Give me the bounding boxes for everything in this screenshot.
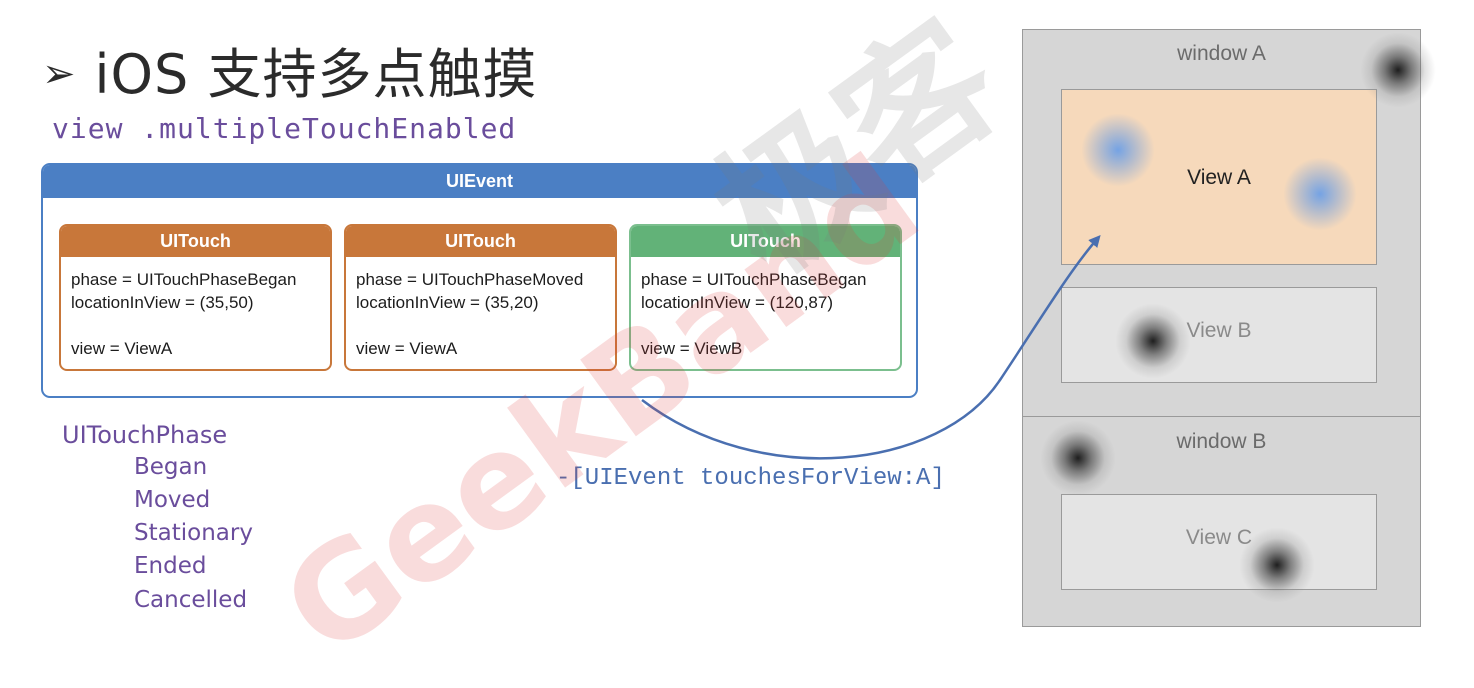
uitouch-card-1: UITouch phase = UITouchPhaseBegan locati… bbox=[59, 224, 332, 371]
touch-phase-item: Stationary bbox=[134, 520, 253, 546]
view-c: View C bbox=[1061, 494, 1377, 590]
subtitle-property: view .multipleTouchEnabled bbox=[52, 112, 517, 145]
uitouch-location: locationInView = (35,20) bbox=[356, 293, 539, 312]
touch-phase-title: UITouchPhase bbox=[62, 421, 228, 449]
uitouch-phase: phase = UITouchPhaseBegan bbox=[641, 270, 867, 289]
uitouch-view: view = ViewA bbox=[71, 339, 173, 358]
uitouch-location: locationInView = (35,50) bbox=[71, 293, 254, 312]
slide-title: ➢ iOS 支持多点触摸 bbox=[42, 30, 537, 109]
touch-point-marker bbox=[1360, 32, 1436, 108]
touch-phase-item: Ended bbox=[134, 553, 207, 579]
touch-point-marker bbox=[1115, 303, 1191, 379]
touch-phase-item: Moved bbox=[134, 487, 211, 513]
bullet-arrow-icon: ➢ bbox=[42, 51, 77, 97]
uitouch-header: UITouch bbox=[346, 226, 615, 257]
window-b-label: window B bbox=[1176, 430, 1267, 453]
slide-title-text: iOS 支持多点触摸 bbox=[94, 43, 538, 106]
uitouch-view: view = ViewA bbox=[356, 339, 458, 358]
view-a-label: View A bbox=[1187, 166, 1251, 189]
uitouch-card-3: UITouch phase = UITouchPhaseBegan locati… bbox=[629, 224, 902, 371]
uitouch-view: view = ViewB bbox=[641, 339, 743, 358]
window-a: window A View A View B bbox=[1022, 29, 1421, 418]
view-b-label: View B bbox=[1186, 319, 1252, 342]
uievent-header: UIEvent bbox=[43, 165, 916, 198]
window-a-label: window A bbox=[1177, 42, 1266, 65]
touch-point-marker bbox=[1081, 113, 1155, 187]
method-call-label: -[UIEvent touchesForView:A] bbox=[556, 465, 945, 492]
uitouch-phase: phase = UITouchPhaseBegan bbox=[71, 270, 297, 289]
uievent-box: UIEvent UITouch phase = UITouchPhaseBega… bbox=[41, 163, 918, 398]
uitouch-phase: phase = UITouchPhaseMoved bbox=[356, 270, 584, 289]
view-b: View B bbox=[1061, 287, 1377, 383]
touch-point-marker bbox=[1040, 420, 1116, 496]
uitouch-header: UITouch bbox=[61, 226, 330, 257]
uitouch-header: UITouch bbox=[631, 226, 900, 257]
touch-point-marker bbox=[1239, 527, 1315, 603]
uitouch-card-2: UITouch phase = UITouchPhaseMoved locati… bbox=[344, 224, 617, 371]
view-c-label: View C bbox=[1185, 526, 1253, 549]
touch-phase-item: Began bbox=[134, 454, 208, 480]
touch-phase-item: Cancelled bbox=[134, 587, 248, 613]
window-b: window B View C bbox=[1022, 416, 1421, 627]
touch-point-marker bbox=[1283, 157, 1357, 231]
uitouch-location: locationInView = (120,87) bbox=[641, 293, 834, 312]
